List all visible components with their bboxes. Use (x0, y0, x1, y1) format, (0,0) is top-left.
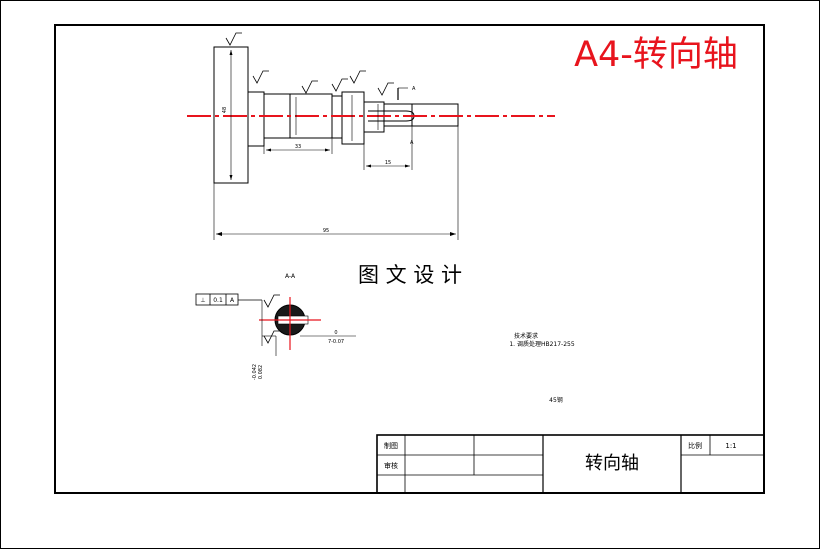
tech-req-line1: 1. 调质处理HB217-255 (509, 340, 575, 348)
datum-label-main: A (410, 140, 414, 146)
fit-zero-text: 0 (334, 330, 337, 336)
dimension-arrows (216, 50, 456, 236)
roughness-symbol (377, 82, 394, 96)
arrow-shoulder-right (325, 148, 330, 152)
roughness-symbol (252, 70, 269, 84)
tech-req-heading: 技术要求 (514, 332, 538, 340)
caption-text: 图 文 设 计 (358, 263, 462, 287)
gtol-value: 0.1 (213, 297, 223, 304)
total-length-text: 95 (323, 228, 329, 234)
roughness-symbol-section (263, 330, 280, 344)
dimension-lines (213, 50, 459, 240)
shaft-tol-upper-text: -0.042 (252, 364, 258, 380)
arrow-shoulder-left (266, 148, 271, 152)
title-block-border (376, 434, 765, 494)
title-block (376, 434, 765, 494)
fit-tolerance-text: 7-0.07 (328, 339, 344, 345)
checked-label: 审核 (384, 461, 398, 470)
part-name: 转向轴 (585, 453, 639, 474)
roughness-symbol (331, 78, 348, 92)
watermark-title: A4-转向轴 (574, 35, 738, 75)
roughness-symbol-section (263, 294, 280, 308)
arrow-end-left (366, 164, 371, 168)
drawn-label: 制图 (384, 441, 398, 450)
arrow-flange-top (229, 50, 233, 55)
drawing-frame (54, 24, 765, 494)
arrow-total-right (450, 232, 456, 236)
gtol-symbol: ⊥ (200, 297, 205, 304)
gtol-frame (195, 293, 239, 306)
material-note: 45钢 (549, 396, 563, 404)
section-view-label: A-A (285, 273, 296, 280)
scale-label: 比例 (688, 441, 702, 450)
shoulder-length-text: 33 (295, 144, 301, 150)
flange-diameter-text: 48 (222, 107, 228, 113)
scale-value: 1:1 (725, 442, 736, 450)
section-view: ⊥ 0.1 A 0 7-0.07 -0.042 0.082 (195, 293, 356, 380)
collar-ring-outline (341, 91, 365, 145)
roughness-symbol (225, 32, 242, 46)
shaft-tol-lower-text: 0.082 (258, 365, 264, 379)
arrow-total-left (216, 232, 222, 236)
roughness-symbols (225, 32, 394, 96)
roughness-symbol (349, 70, 366, 84)
arrow-flange-bottom (229, 175, 233, 180)
arrow-end-right (405, 164, 410, 168)
roughness-symbol (301, 80, 318, 94)
gtol-datum: A (230, 297, 235, 304)
section-mark-label: A (412, 86, 416, 92)
hub-outline (247, 91, 265, 147)
end-length-text: 15 (385, 160, 391, 166)
